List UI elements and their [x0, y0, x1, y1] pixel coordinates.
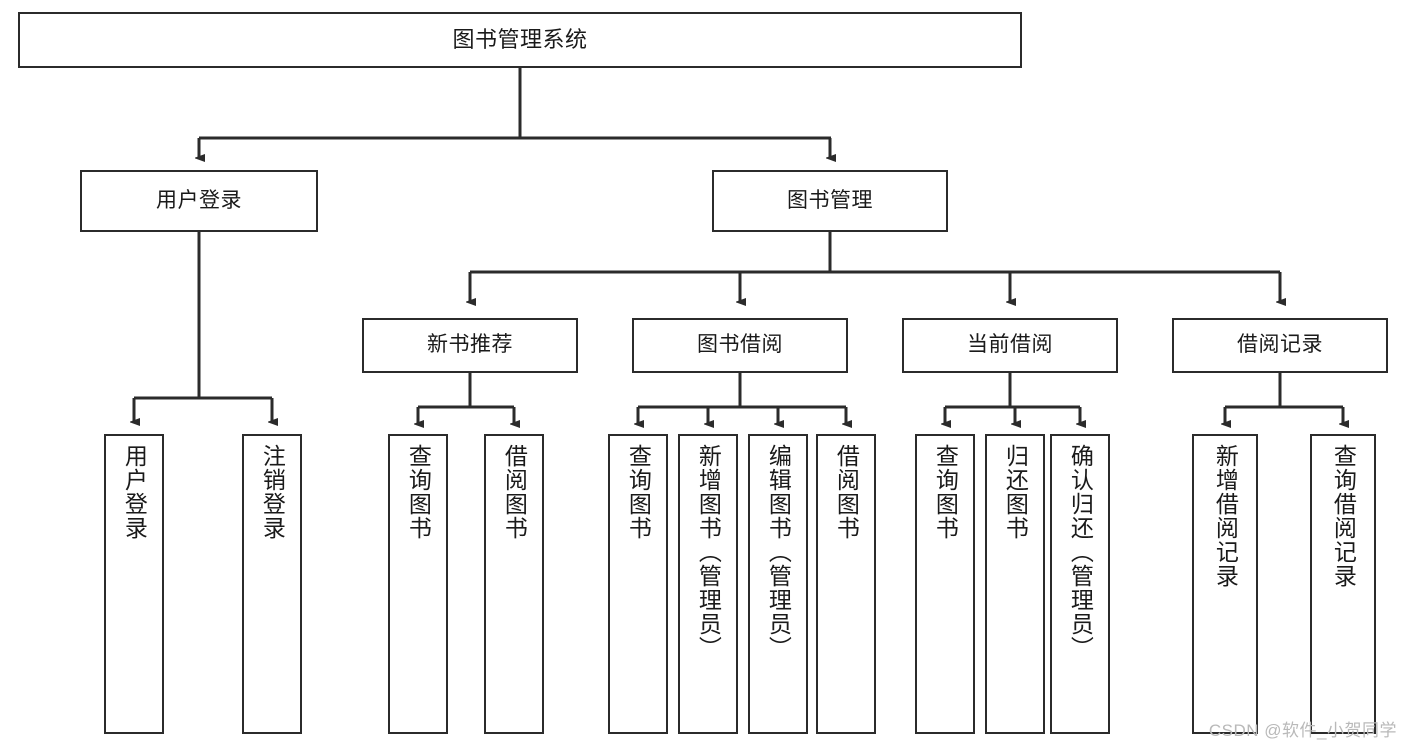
node-book-manage-label: 图书管理: [787, 188, 873, 212]
watermark-text: CSDN @软件_小贺同学: [1208, 721, 1397, 740]
node-leaf-edit-book-label: 编辑图书（管理员）: [765, 444, 792, 660]
node-leaf-confirm-return[interactable]: 确认归还（管理员）: [1050, 434, 1110, 734]
node-leaf-logout[interactable]: 注销登录: [242, 434, 302, 734]
node-leaf-edit-book[interactable]: 编辑图书（管理员）: [748, 434, 808, 734]
node-leaf-add-record-label: 新增借阅记录: [1212, 444, 1239, 588]
node-book-borrow-label: 图书借阅: [697, 333, 783, 357]
node-borrow-record-label: 借阅记录: [1237, 333, 1323, 357]
node-leaf-query-record[interactable]: 查询借阅记录: [1310, 434, 1376, 734]
node-leaf-borrow-book-1-label: 借阅图书: [501, 444, 528, 540]
node-root-label: 图书管理系统: [452, 27, 588, 53]
node-leaf-query-book-2-label: 查询图书: [625, 444, 652, 540]
node-leaf-confirm-return-label: 确认归还（管理员）: [1067, 444, 1094, 660]
node-leaf-add-book[interactable]: 新增图书（管理员）: [678, 434, 738, 734]
node-book-manage[interactable]: 图书管理: [712, 170, 948, 232]
node-leaf-query-book-1[interactable]: 查询图书: [388, 434, 448, 734]
node-leaf-query-book-3[interactable]: 查询图书: [915, 434, 975, 734]
node-leaf-query-book-1-label: 查询图书: [405, 444, 432, 540]
node-current-borrow-label: 当前借阅: [967, 333, 1053, 357]
node-user-login-label: 用户登录: [156, 188, 242, 212]
node-new-book-rec-label: 新书推荐: [427, 333, 513, 357]
node-leaf-add-book-label: 新增图书（管理员）: [695, 444, 722, 660]
node-leaf-query-book-3-label: 查询图书: [932, 444, 959, 540]
node-current-borrow[interactable]: 当前借阅: [902, 318, 1118, 373]
node-borrow-record[interactable]: 借阅记录: [1172, 318, 1388, 373]
node-leaf-user-login-label: 用户登录: [121, 444, 148, 540]
node-root[interactable]: 图书管理系统: [18, 12, 1022, 68]
node-user-login[interactable]: 用户登录: [80, 170, 318, 232]
node-leaf-query-book-2[interactable]: 查询图书: [608, 434, 668, 734]
node-leaf-return-book-label: 归还图书: [1002, 444, 1029, 540]
node-leaf-borrow-book-2-label: 借阅图书: [833, 444, 860, 540]
node-book-borrow[interactable]: 图书借阅: [632, 318, 848, 373]
node-leaf-logout-label: 注销登录: [259, 444, 286, 540]
node-leaf-borrow-book-2[interactable]: 借阅图书: [816, 434, 876, 734]
node-leaf-borrow-book-1[interactable]: 借阅图书: [484, 434, 544, 734]
node-new-book-rec[interactable]: 新书推荐: [362, 318, 578, 373]
node-leaf-return-book[interactable]: 归还图书: [985, 434, 1045, 734]
node-leaf-query-record-label: 查询借阅记录: [1330, 444, 1357, 588]
node-leaf-add-record[interactable]: 新增借阅记录: [1192, 434, 1258, 734]
node-leaf-user-login[interactable]: 用户登录: [104, 434, 164, 734]
